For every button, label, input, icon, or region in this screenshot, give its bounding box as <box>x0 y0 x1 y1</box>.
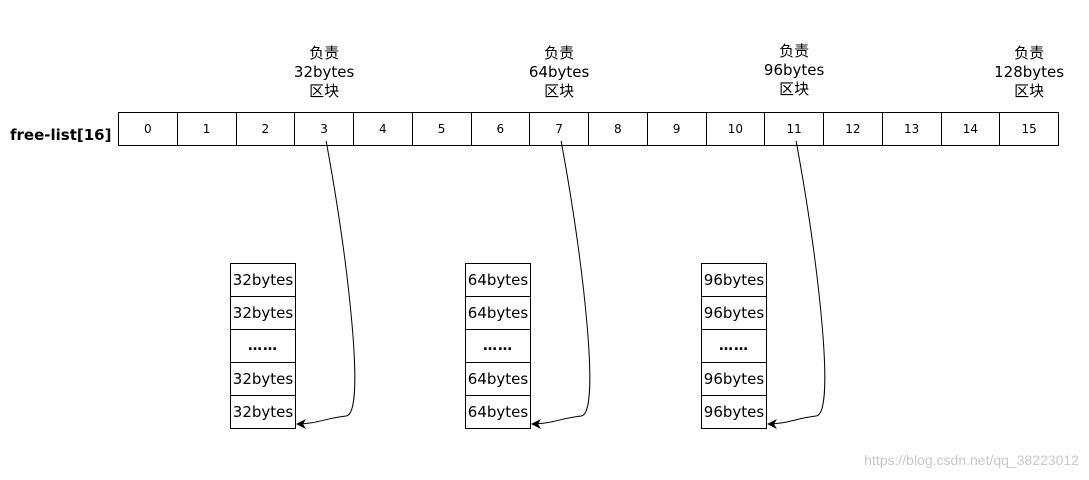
array-cell-15: 15 <box>999 112 1059 146</box>
annotation-line: 负责 <box>544 44 575 62</box>
watermark: https://blog.csdn.net/qq_38223012 <box>864 452 1079 468</box>
annotation-line: 负责 <box>779 42 810 60</box>
annotation-line: 区块 <box>309 82 340 100</box>
annotation-line: 区块 <box>779 80 810 98</box>
block-row: 96bytes <box>701 395 767 429</box>
block-row: 32bytes <box>230 395 296 429</box>
block-row: 64bytes <box>465 395 531 429</box>
annotation-line: 128bytes <box>994 63 1065 81</box>
arrow-from-index-3 <box>296 140 356 429</box>
annotation-line: 32bytes <box>293 63 355 81</box>
free-list-label: free-list[16] <box>10 126 112 144</box>
annotation-line: 负责 <box>1014 44 1045 62</box>
annotation-line: 区块 <box>544 82 575 100</box>
annotation-line: 负责 <box>309 44 340 62</box>
arrow-from-index-11 <box>767 140 826 429</box>
arrow-from-index-7 <box>531 140 591 429</box>
annotation-line: 区块 <box>1014 82 1045 100</box>
annotation-line: 96bytes <box>763 61 825 79</box>
annotation-line: 64bytes <box>528 63 590 81</box>
